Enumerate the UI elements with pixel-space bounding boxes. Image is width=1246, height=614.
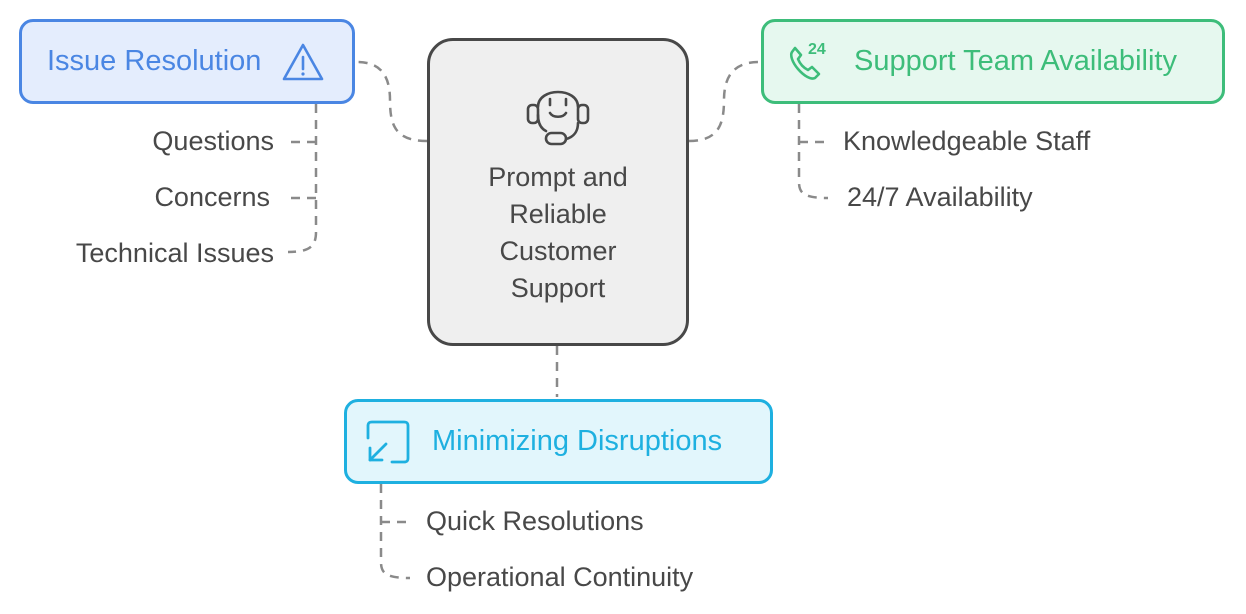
warning-triangle-icon: [281, 41, 325, 83]
center-title-line: Reliable: [509, 199, 607, 229]
issue-item-concerns: Concerns: [154, 182, 270, 212]
center-node[interactable]: Prompt and Reliable Customer Support: [427, 38, 689, 346]
phone-24-icon: 24: [784, 38, 836, 86]
minimizing-disruptions-label: Minimizing Disruptions: [432, 425, 723, 457]
connector-minimize-items: [379, 484, 411, 580]
minimize-item-quick-resolutions: Quick Resolutions: [426, 506, 644, 536]
minimizing-disruptions-node[interactable]: Minimizing Disruptions: [344, 399, 773, 484]
connector-center-to-issue: [356, 60, 428, 143]
center-title: Prompt and Reliable Customer Support: [430, 159, 686, 307]
issue-item-technical-issues: Technical Issues: [75, 238, 274, 268]
svg-text:24: 24: [808, 41, 826, 58]
center-title-line: Customer: [499, 236, 617, 266]
issue-resolution-node[interactable]: Issue Resolution: [19, 19, 355, 104]
connector-support-items: [797, 104, 829, 200]
issue-item-questions: Questions: [152, 126, 274, 156]
support-item-knowledgeable-staff: Knowledgeable Staff: [843, 126, 1091, 156]
headset-agent-icon: [520, 75, 596, 151]
support-item-24-7-availability: 24/7 Availability: [847, 182, 1033, 212]
center-title-line: Prompt and: [488, 162, 628, 192]
connector-issue-items: [287, 104, 318, 254]
support-team-availability-label: Support Team Availability: [854, 45, 1177, 77]
issue-resolution-label: Issue Resolution: [47, 45, 262, 77]
minimize-item-operational-continuity: Operational Continuity: [426, 562, 694, 592]
center-title-line: Support: [510, 273, 606, 303]
minimize-arrow-icon: [364, 418, 412, 466]
support-team-availability-node[interactable]: 24 Support Team Availability: [761, 19, 1225, 104]
connector-center-to-support: [688, 60, 760, 143]
